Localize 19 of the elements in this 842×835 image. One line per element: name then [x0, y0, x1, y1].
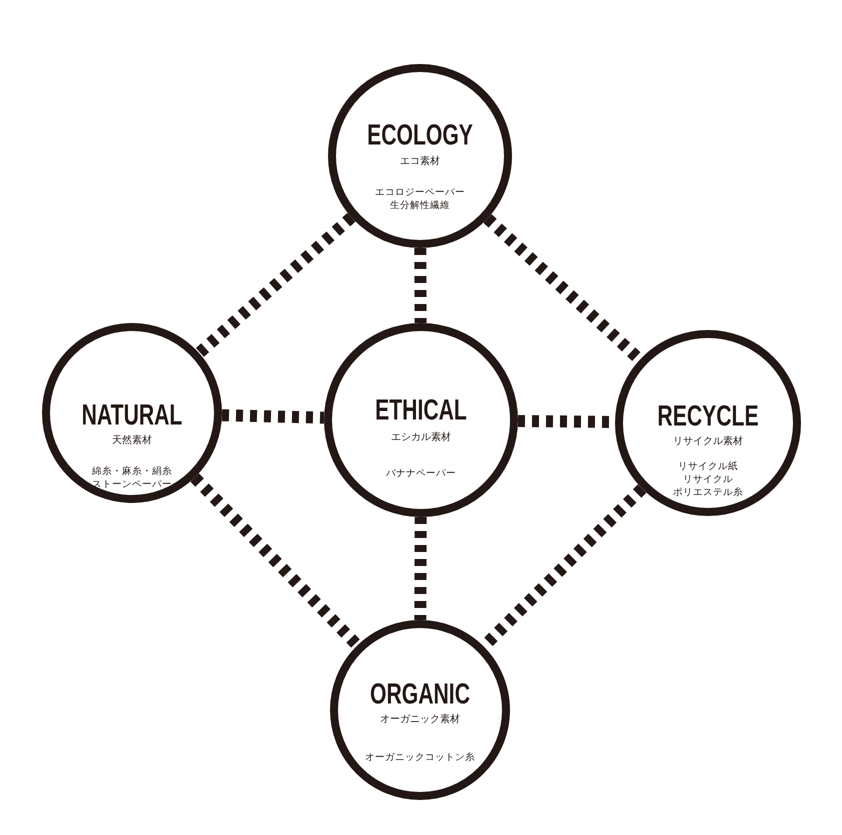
dashed-connector	[195, 212, 356, 358]
dashed-connector	[190, 473, 362, 650]
material-list: リサイクル紙リサイクルポリエステル糸	[672, 460, 744, 499]
dashed-connector	[414, 516, 427, 620]
category-subtitle: オーガニック素材	[380, 714, 460, 726]
category-title: ORGANIC	[370, 680, 470, 710]
category-subtitle: エシカル素材	[391, 432, 451, 444]
dashed-connector	[222, 409, 324, 424]
dashed-connector	[414, 248, 427, 324]
category-title: RECYCLE	[657, 402, 759, 432]
category-subtitle: エコ素材	[400, 156, 440, 168]
category-subtitle: 天然素材	[112, 435, 152, 447]
category-subtitle: リサイクル素材	[673, 436, 743, 448]
material-list: バナナペーパー	[386, 466, 456, 480]
category-title: NATURAL	[82, 402, 182, 430]
material-list: エコロジーペーパー生分解性繊維	[374, 186, 466, 212]
category-title: ECOLOGY	[367, 122, 473, 150]
category-title: ETHICAL	[375, 396, 467, 426]
material-list: オーガニックコットン糸	[364, 750, 476, 764]
